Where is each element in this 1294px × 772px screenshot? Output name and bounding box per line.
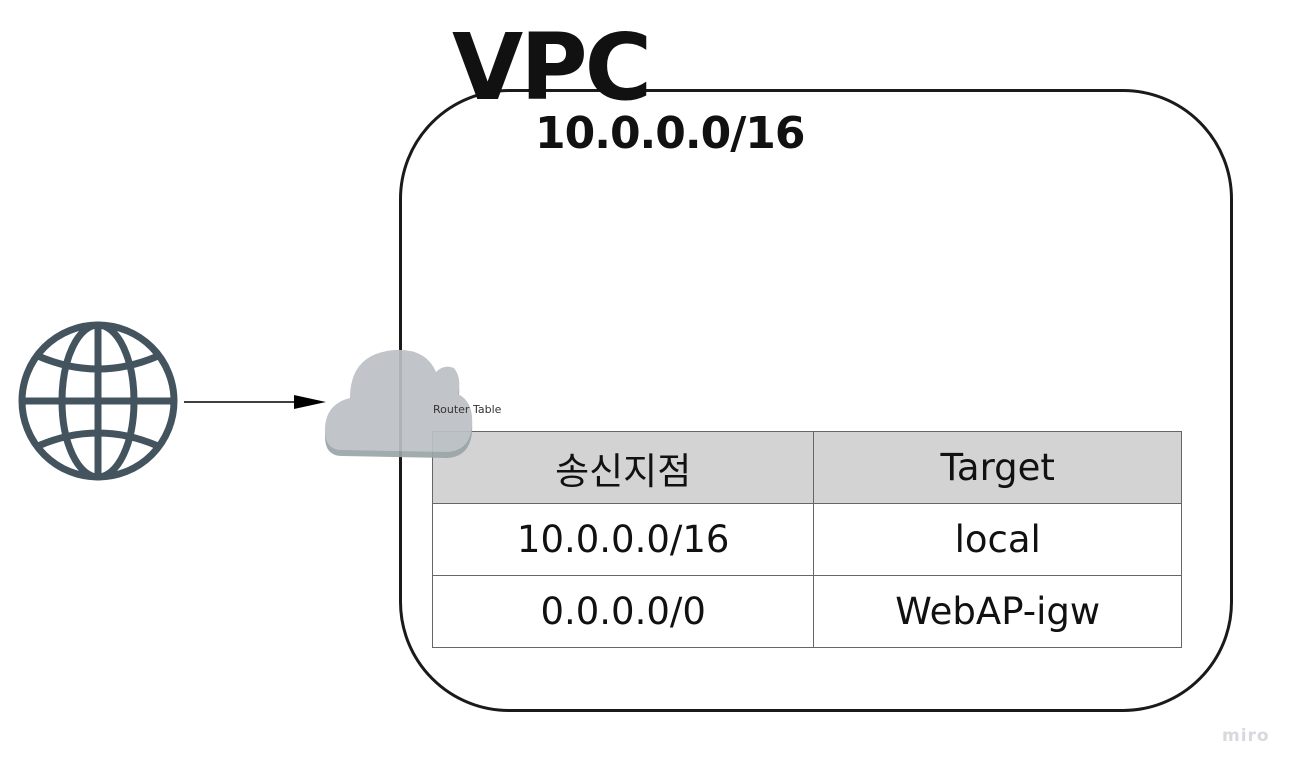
miro-watermark: miro [1222,726,1270,746]
row-source: 0.0.0.0/0 [431,575,815,648]
row-source: 10.0.0.0/16 [431,503,815,576]
vpc-cidr: 10.0.0.0/16 [535,108,806,159]
table-row: 10.0.0.0/16 local [431,503,1182,576]
header-source: 송신지점 [431,431,815,504]
row-target: WebAP-igw [813,575,1182,648]
cloud-icon [324,349,473,458]
header-target: Target [813,431,1182,504]
router-table-label: Router Table [433,403,502,416]
connection-arrow [184,395,326,409]
table-row: 0.0.0.0/0 WebAP-igw [431,575,1182,648]
router-table: 송신지점 Target 10.0.0.0/16 local 0.0.0.0/0 … [431,431,1182,648]
vpc-title: VPC [452,14,652,121]
row-target: local [813,503,1182,576]
table-header-row: 송신지점 Target [431,431,1182,504]
globe-icon [18,321,178,481]
